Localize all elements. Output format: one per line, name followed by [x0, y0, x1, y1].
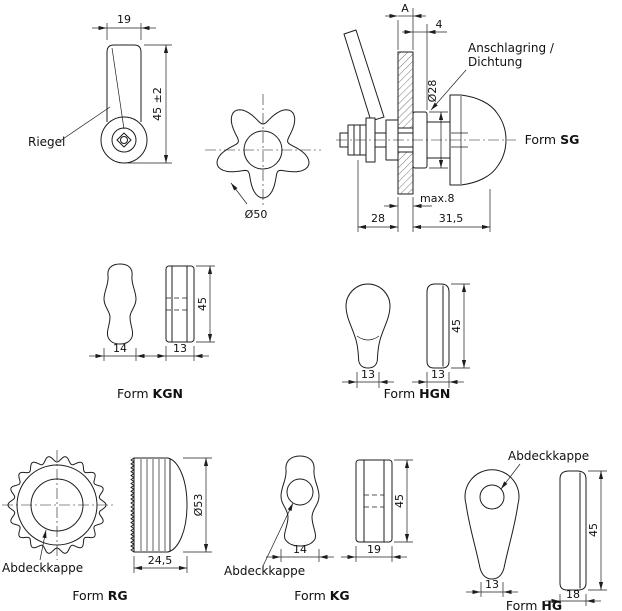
label-form-hg: Form HG — [506, 598, 562, 611]
dim-28-text: 28 — [371, 212, 385, 225]
latch-square-drive — [116, 132, 132, 148]
label-form-hgn: Form HGN — [384, 386, 451, 401]
dim-kg-height: 45 — [393, 459, 413, 543]
dim-kg-depth: 19 — [341, 543, 407, 562]
latch-tongue — [106, 44, 142, 122]
hg-front-outline — [464, 469, 520, 580]
dim-hgn-height-text: 45 — [450, 319, 463, 333]
figure-form-kgn: 14 13 45 Form KGN — [89, 263, 215, 401]
dim-rg-diameter: Ø53 — [183, 457, 212, 553]
kg-front-outline — [280, 455, 320, 547]
dim-star-diameter-text: Ø50 — [245, 208, 268, 221]
dim-hgn-width-text: 13 — [361, 368, 375, 381]
dim-4-text: 4 — [436, 18, 443, 31]
label-form-rg: Form RG — [72, 588, 127, 603]
dim-hg-width: 13 — [466, 578, 518, 597]
dim-latch-width: 19 — [92, 13, 156, 40]
label-seal-line2: Dichtung — [468, 55, 522, 69]
dim-latch-width-text: 19 — [117, 13, 131, 26]
dim-latch-length-text: 45 ±2 — [151, 87, 164, 121]
kgn-side-outline — [165, 265, 195, 343]
panel-section — [397, 51, 414, 195]
figure-form-hg: Abdeckkappe 13 45 18 Form HG — [464, 449, 607, 611]
dim-315-text: 31,5 — [439, 212, 464, 225]
dim-kg-depth-text: 19 — [367, 543, 381, 556]
dim-kgn-width: 14 — [89, 342, 151, 361]
dim-ring-diameter-text: Ø28 — [426, 80, 439, 103]
label-rg-cap: Abdeckkappe — [2, 561, 83, 575]
label-form-kg: Form KG — [294, 588, 349, 603]
latch-hub — [100, 116, 148, 164]
hgn-front-outline — [345, 283, 391, 369]
figure-latch-riegel: 19 45 ±2 Riegel — [28, 13, 172, 164]
kg-cap-circle — [286, 478, 314, 506]
dim-A-text: A — [401, 2, 409, 15]
hg-side-outline — [559, 470, 587, 591]
dim-grip-A: A — [385, 2, 428, 110]
dim-ring-diameter: Ø28 — [426, 80, 448, 169]
dim-kg-height-text: 45 — [393, 494, 406, 508]
dim-hgn-height: 45 — [450, 283, 470, 369]
dim-hgn-depth-text: 13 — [431, 368, 445, 381]
dim-kg-width: 14 — [266, 543, 334, 562]
label-seal-line1: Anschlagring / — [468, 41, 555, 55]
dim-hg-height-text: 45 — [587, 523, 600, 537]
hg-cap-circle — [479, 484, 505, 510]
dim-kg-width-text: 14 — [293, 543, 307, 556]
dim-kgn-width-text: 14 — [113, 342, 127, 355]
dim-max8-text: max.8 — [420, 192, 454, 205]
dim-kgn-height: 45 — [196, 265, 215, 343]
figure-form-hgn: 13 13 45 Form HGN — [342, 283, 470, 401]
dim-hg-width-text: 13 — [485, 578, 499, 591]
dim-back-depth: 28 — [357, 160, 398, 232]
label-form-sg: Form SG — [525, 132, 580, 147]
dim-panel-max: max.8 — [384, 192, 454, 232]
figure-form-rg: Abdeckkappe Ø53 24,5 Form RG — [2, 450, 212, 603]
figure-form-kg: Abdeckkappe 14 19 45 Form K — [224, 455, 413, 603]
kg-side-outline — [355, 459, 393, 543]
dim-rg-diameter-text: Ø53 — [192, 494, 205, 517]
dim-rg-depth: 24,5 — [133, 554, 188, 573]
dim-rg-depth-text: 24,5 — [148, 554, 173, 567]
kgn-front-outline — [103, 263, 137, 345]
dim-hg-depth: 18 — [545, 588, 601, 606]
dim-kgn-depth: 13 — [151, 342, 209, 361]
label-kg-cap: Abdeckkappe — [224, 564, 305, 578]
label-riegel: Riegel — [28, 135, 65, 149]
rg-knurl-edge — [130, 457, 135, 553]
figure-assembly-section: A 4 Ø28 Anschlagring / Dichtung max.8 — [336, 2, 579, 232]
dim-hgn-depth: 13 — [412, 368, 464, 388]
dim-front-depth: 31,5 — [413, 189, 491, 232]
label-hg-cap: Abdeckkappe — [508, 449, 589, 463]
dim-kgn-height-text: 45 — [196, 297, 209, 311]
dim-hgn-width: 13 — [342, 368, 394, 388]
hgn-side-outline — [426, 283, 450, 369]
assembly-latch — [343, 29, 385, 122]
rg-side-outline — [133, 457, 188, 553]
dim-hg-depth-text: 18 — [566, 588, 580, 601]
dim-protrusion-4: 4 — [402, 18, 447, 35]
dim-latch-length: 45 ±2 — [128, 44, 172, 164]
dim-hg-height: 45 — [587, 470, 607, 591]
figure-star-knob-front: Ø50 — [205, 94, 321, 221]
dim-kgn-depth-text: 13 — [173, 342, 187, 355]
label-form-kgn: Form KGN — [117, 386, 183, 401]
